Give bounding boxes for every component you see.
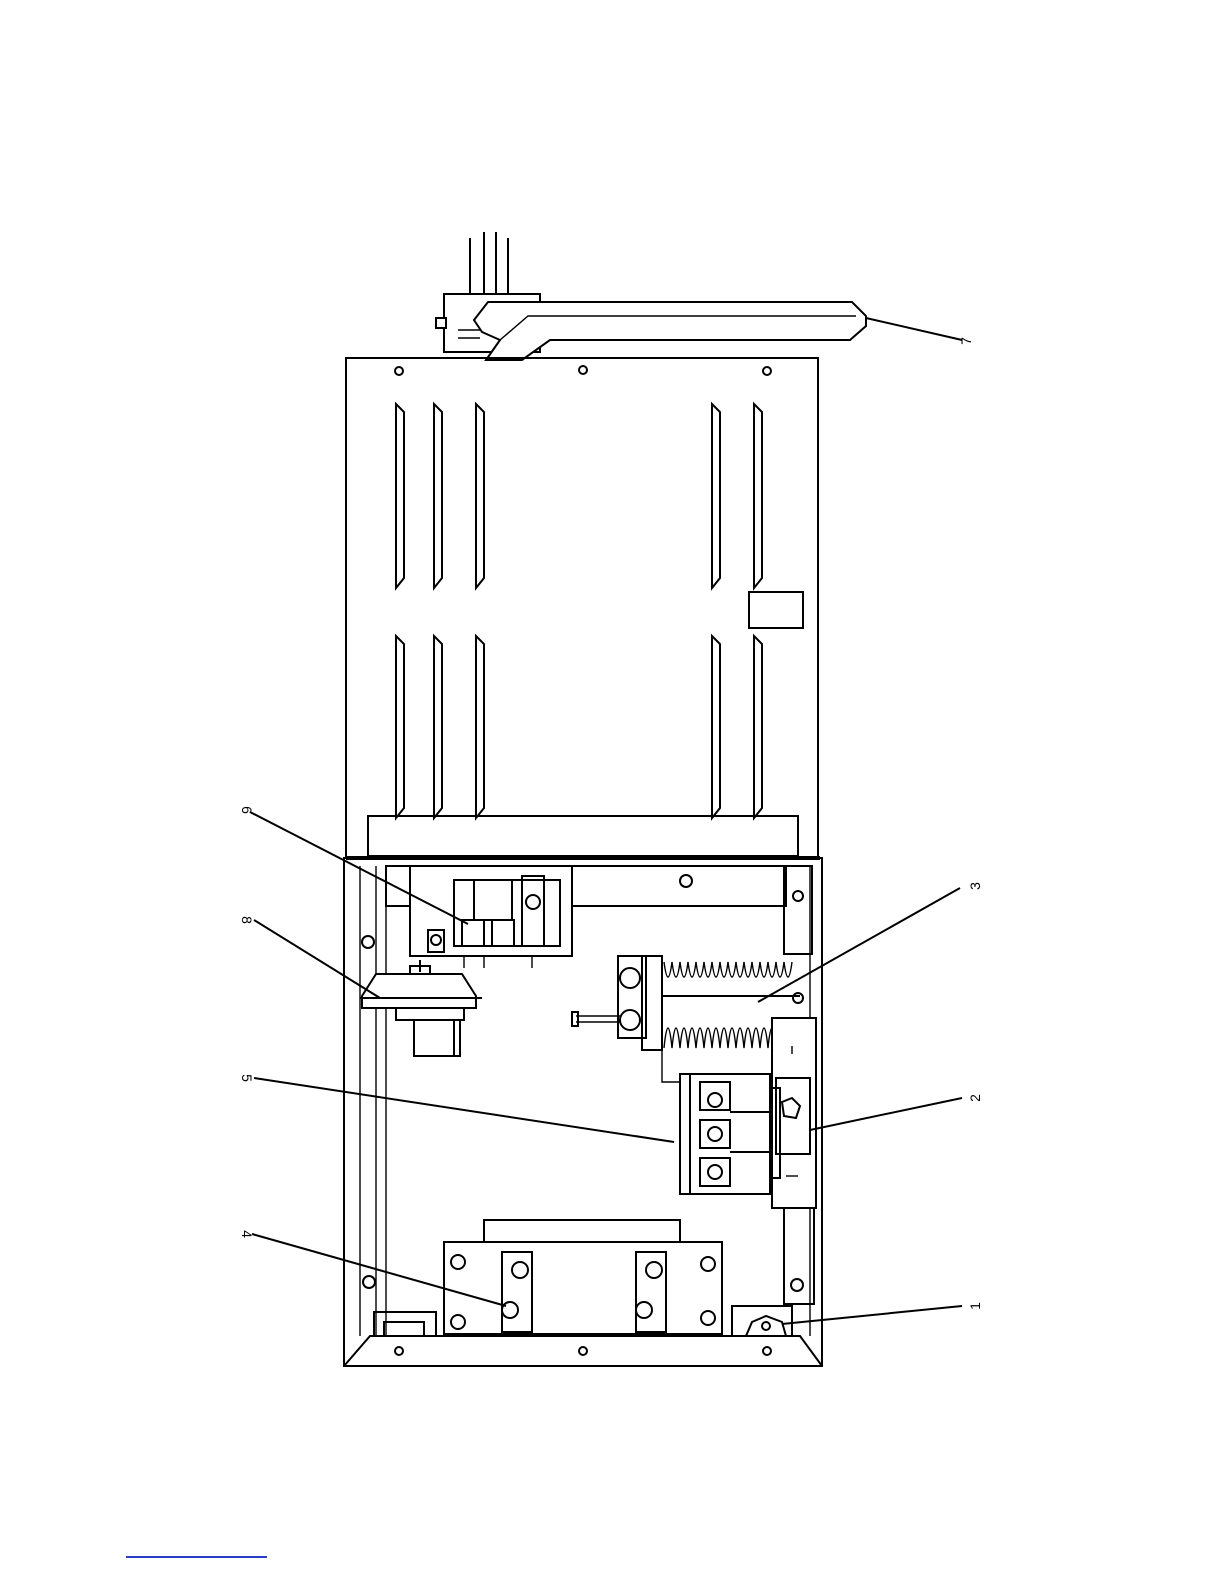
leader-5 <box>254 1078 674 1142</box>
leader-2 <box>810 1098 962 1130</box>
pressure-switch <box>360 960 482 1056</box>
top-pipe-assembly <box>436 232 866 360</box>
callout-2: 2 <box>967 1094 983 1102</box>
footer-rule <box>126 1556 267 1558</box>
leader-lines <box>250 318 962 1324</box>
callout-8: 8 <box>239 916 255 924</box>
leader-3 <box>758 888 960 1002</box>
transformer-base <box>444 1220 722 1334</box>
relay-block <box>410 866 572 968</box>
leader-7 <box>866 318 962 340</box>
callout-3: 3 <box>967 882 983 890</box>
leader-1 <box>782 1306 962 1324</box>
upper-panel <box>346 358 818 858</box>
callout-4: 4 <box>239 1230 255 1238</box>
screw-icon <box>395 366 771 375</box>
heating-element <box>572 956 803 1082</box>
ground-lug <box>732 1306 792 1336</box>
terminal-block <box>680 1074 780 1194</box>
callout-numbers: 7 6 8 3 5 2 4 1 <box>239 337 983 1310</box>
screw-icon <box>395 1347 771 1355</box>
callout-6: 6 <box>239 806 255 814</box>
leader-8 <box>254 920 380 998</box>
callout-5: 5 <box>239 1074 255 1082</box>
louvre-slots-upper <box>396 404 762 588</box>
callout-7: 7 <box>958 337 974 345</box>
label-plate <box>749 592 803 628</box>
louvre-slots-lower <box>396 636 762 818</box>
callout-1: 1 <box>967 1302 983 1310</box>
